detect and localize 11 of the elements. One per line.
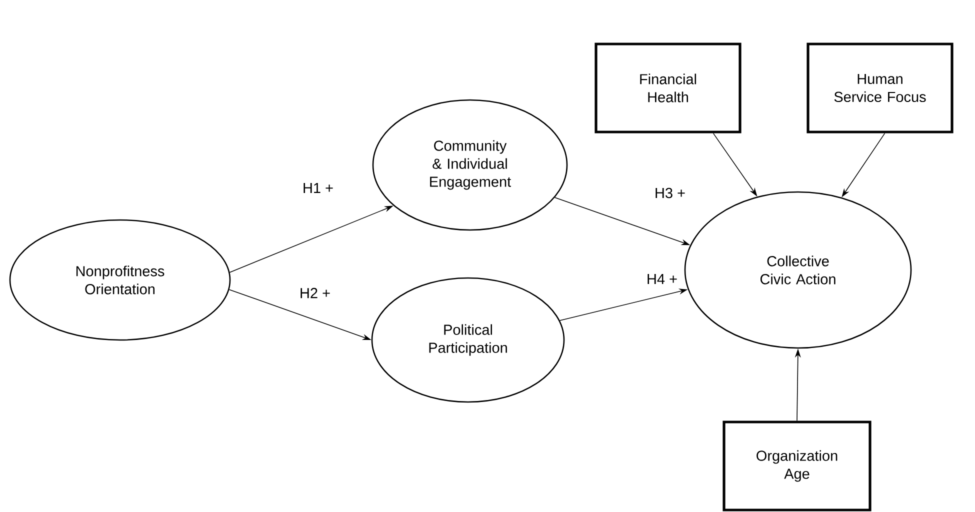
edge-label: H4 +	[648, 274, 677, 284]
edge-label: H3 +	[656, 188, 685, 198]
ellipse-node: Collective Civic Action	[684, 191, 912, 349]
variable-box: Financial Health	[594, 42, 742, 134]
variable-box: Human Service Focus	[806, 42, 954, 134]
ellipse-node: Political Participation	[371, 277, 565, 403]
variable-box: Organization Age	[722, 420, 872, 512]
ellipse-node: Community & Individual Engagement	[372, 99, 568, 231]
ellipse-node: Nonprofitness Orientation	[9, 219, 231, 341]
edge-label: H1 +	[304, 183, 333, 193]
edge-label: H2 +	[300, 288, 330, 298]
